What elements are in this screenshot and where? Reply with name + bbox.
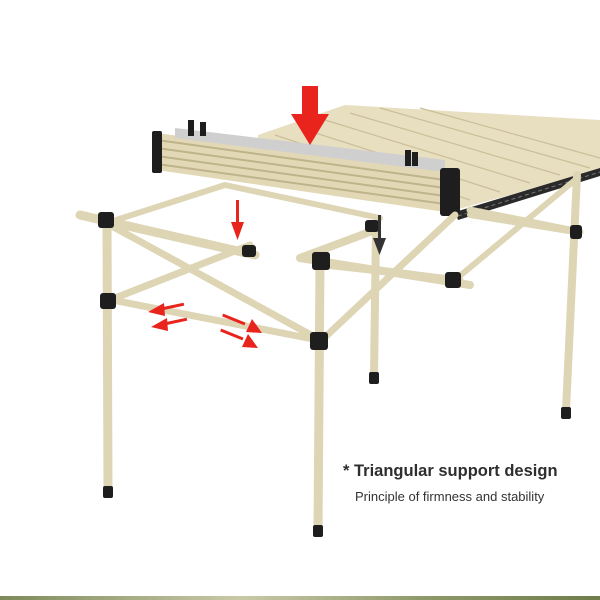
caption-subtitle: Principle of firmness and stability	[355, 489, 545, 504]
arrow-down-icon	[373, 215, 386, 255]
double-arrow-right-icon	[220, 313, 262, 348]
caption-title: * Triangular support design	[343, 462, 558, 480]
rolled-slats	[152, 120, 460, 216]
arrow-down-icon	[291, 86, 329, 145]
foot-cap	[103, 486, 113, 498]
joints	[98, 212, 582, 537]
arrow-down-icon	[231, 200, 244, 240]
ground-strip	[0, 596, 600, 600]
foot-cap	[561, 407, 571, 419]
foot-cap	[313, 525, 323, 537]
double-arrow-left-icon	[148, 302, 188, 331]
foot-cap	[369, 372, 379, 384]
tabletop	[258, 105, 600, 220]
